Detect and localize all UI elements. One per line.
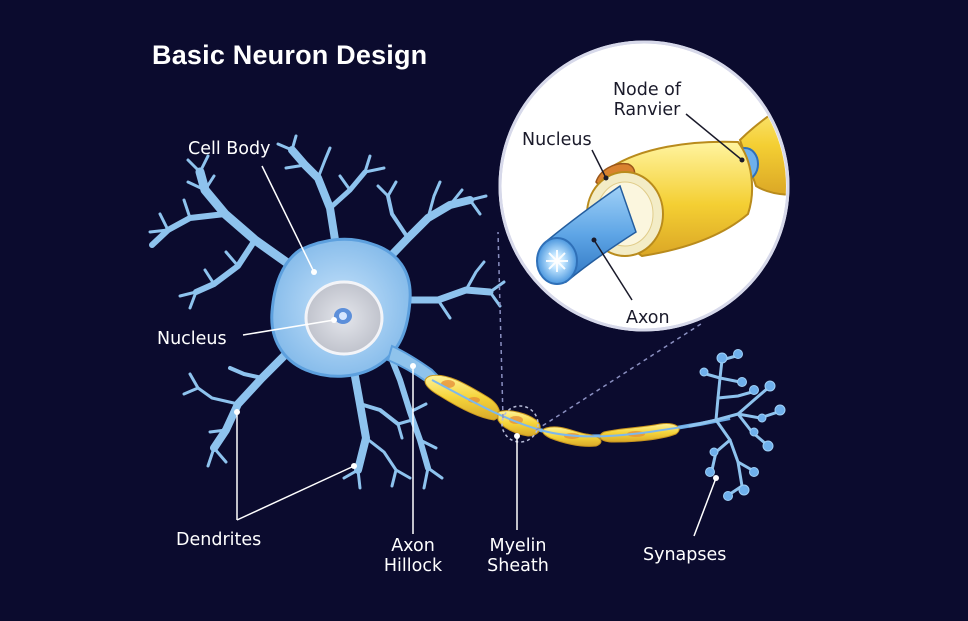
axon-hillock-label-line1: Axon: [391, 536, 435, 556]
inset-axon-label: Axon: [626, 308, 670, 328]
axon-hillock-label-line2: Hillock: [383, 556, 443, 576]
myelin-sheath-label-line1: Myelin: [489, 536, 547, 556]
synapse-knobs: [699, 349, 786, 501]
leader-lines: [236, 165, 717, 537]
axon-hillock-label: Axon Hillock: [378, 536, 448, 576]
dendrite-branches: [148, 134, 506, 490]
diagram-title: Basic Neuron Design: [152, 40, 428, 70]
myelin-sheath-label: Myelin Sheath: [478, 536, 558, 576]
synapses-label: Synapses: [643, 545, 727, 565]
cell-body-label: Cell Body: [188, 139, 271, 159]
axon-shape: [424, 374, 731, 447]
inset-nucleus-label: Nucleus: [522, 130, 592, 150]
zoom-region: [501, 405, 539, 443]
node-of-ranvier-label: Node of Ranvier: [602, 80, 692, 120]
myelin-sheath-label-line2: Sheath: [487, 556, 549, 576]
node-of-ranvier-label-line1: Node of: [612, 80, 682, 100]
dendrites-label: Dendrites: [176, 530, 262, 550]
nucleus-label: Nucleus: [157, 329, 227, 349]
node-of-ranvier-label-line2: Ranvier: [613, 100, 681, 120]
